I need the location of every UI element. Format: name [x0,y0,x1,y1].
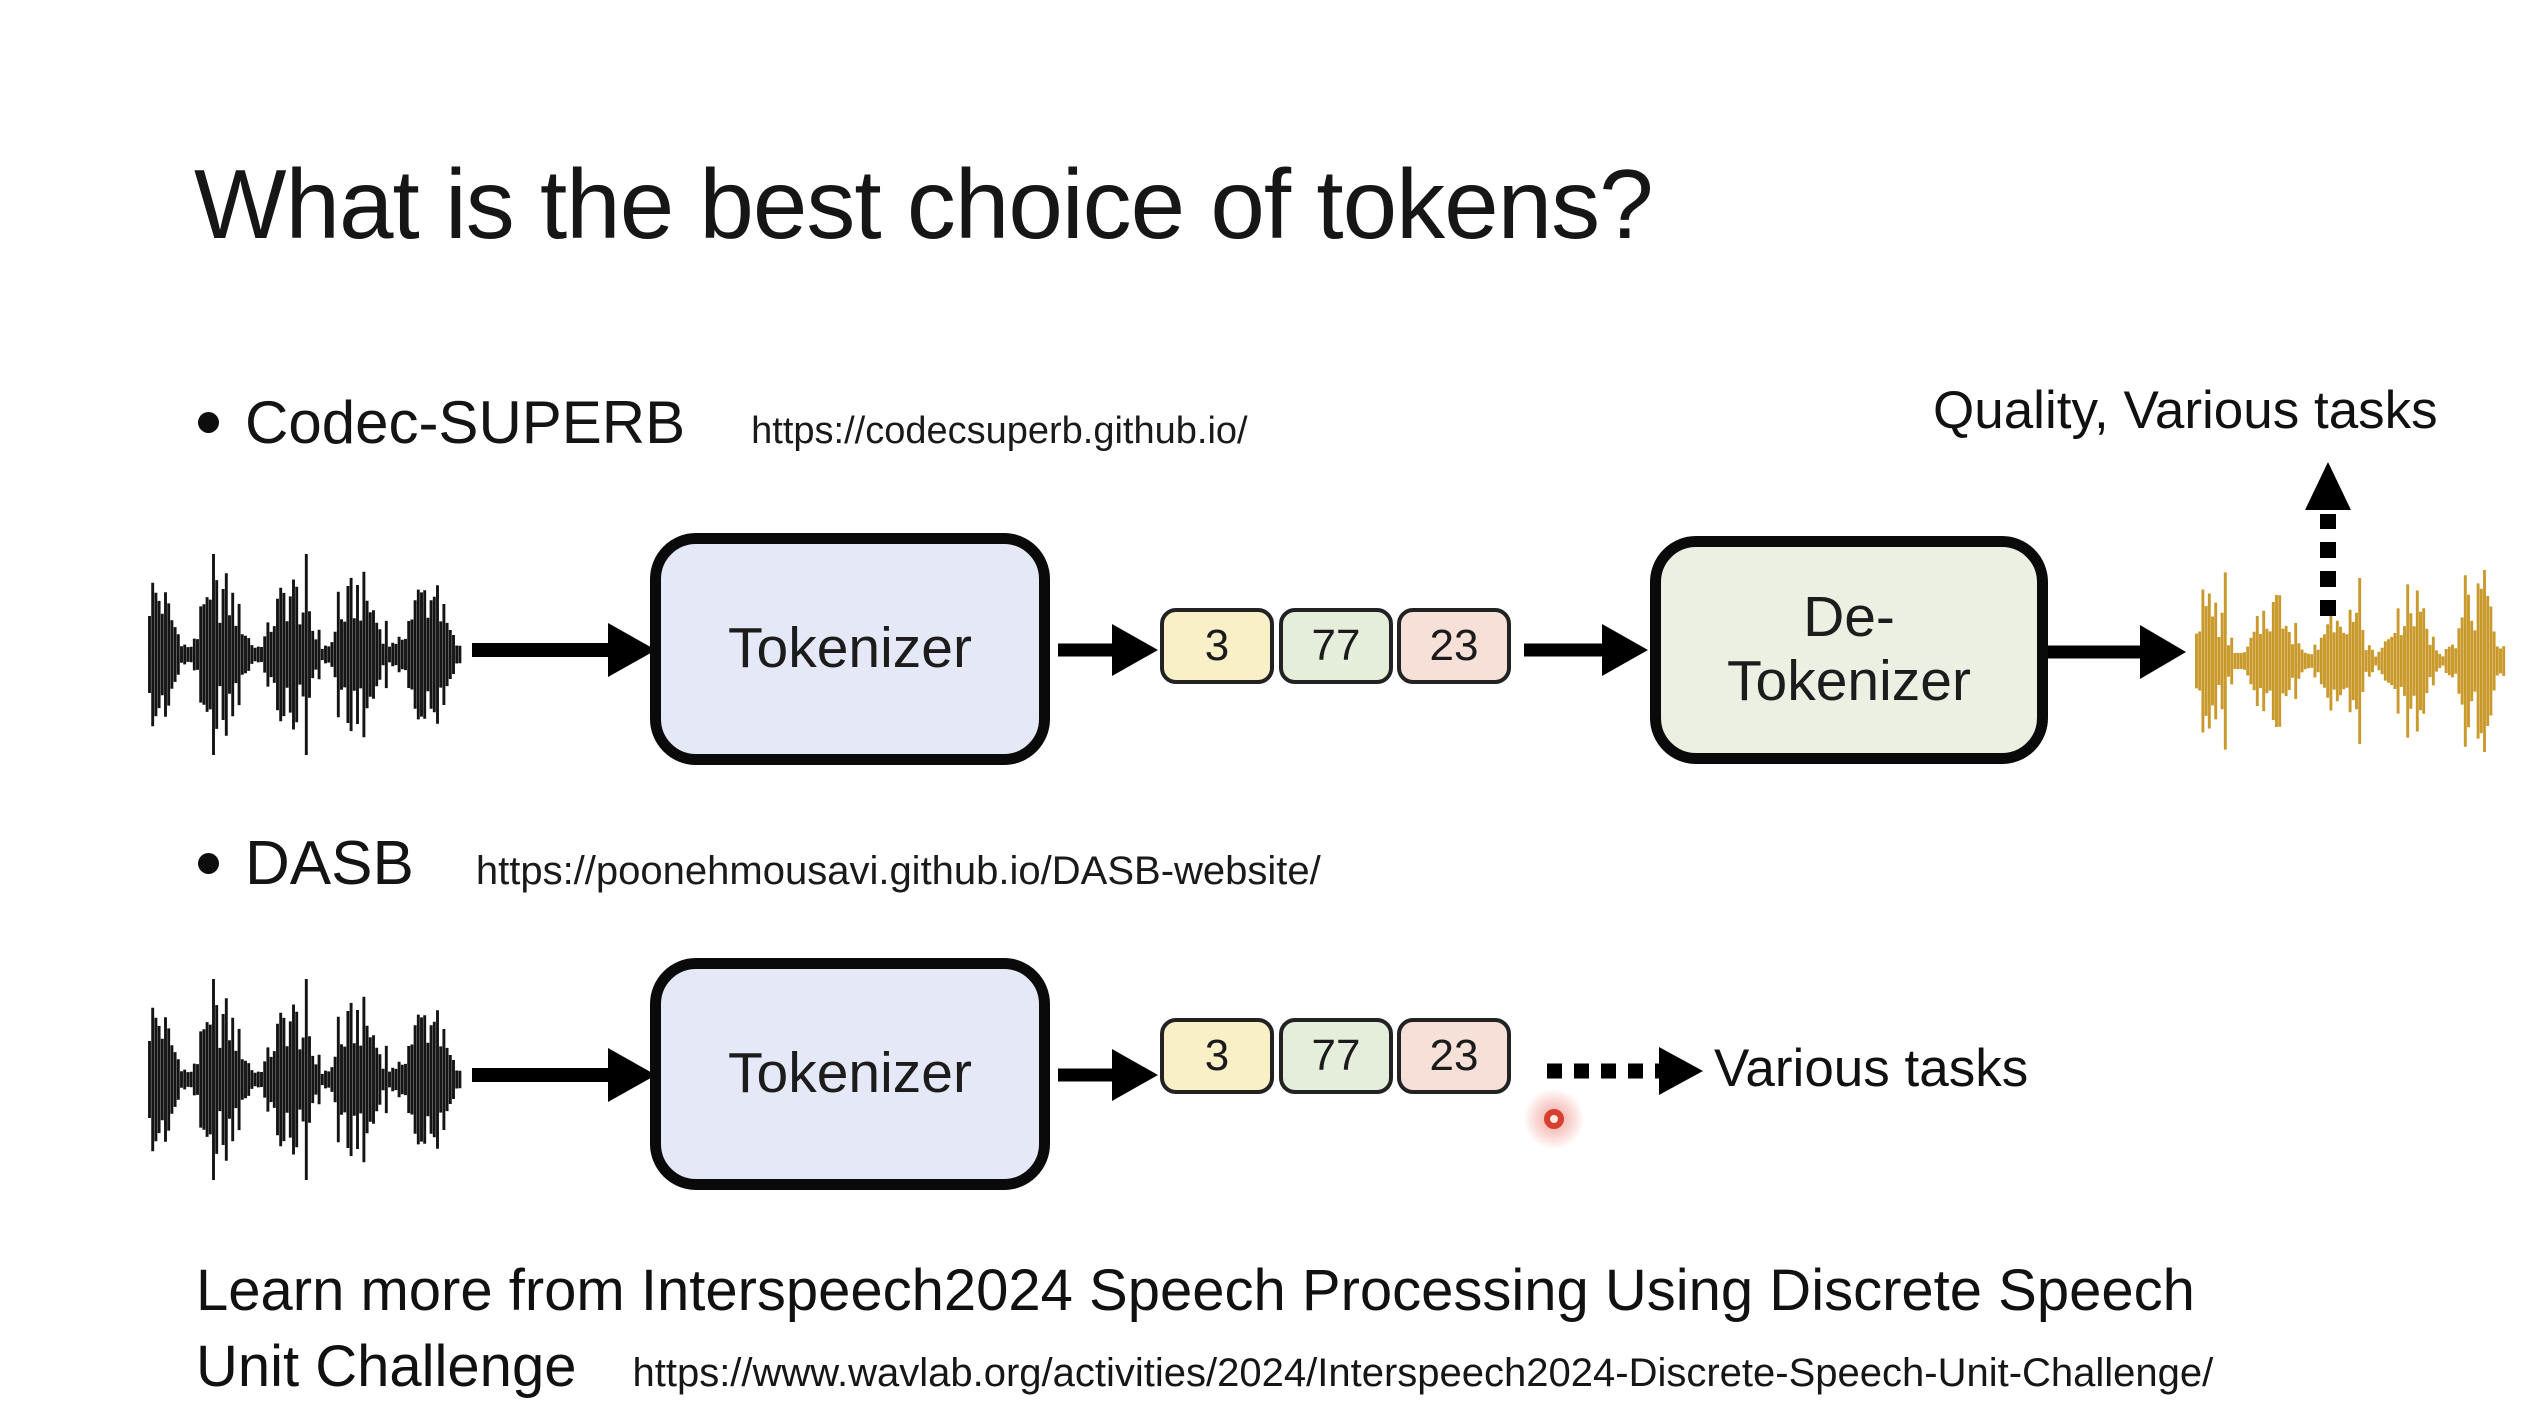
bullet-dot [198,853,219,874]
dotted-arrow-up-icon [2305,462,2351,616]
arrow-tokenizer-to-tokens-2 [1058,1049,1158,1101]
bullet-dasb: DASB https://poonehmousavi.github.io/DAS… [198,828,1321,899]
dasb-url: https://poonehmousavi.github.io/DASB-web… [475,849,1321,893]
tokenizer-box-1: Tokenizer [650,533,1050,765]
tokenizer-label-2: Tokenizer [728,1041,972,1106]
arrow-tokenizer-to-tokens-1 [1058,624,1158,676]
token-chip: 77 [1279,1018,1393,1094]
arrow-waveform-to-tokenizer-1 [472,623,656,677]
detokenizer-label-line2: Tokenizer [1727,649,1971,713]
footer: Learn more from Interspeech2024 Speech P… [196,1254,2213,1403]
footer-line2: Unit Challenge [196,1333,577,1399]
laser-ring [1544,1109,1564,1129]
token-chip: 23 [1397,1018,1511,1094]
dotted-arrow-right-icon [1547,1047,1703,1095]
input-waveform-1 [148,554,462,755]
token-chip: 3 [1160,608,1274,684]
various-tasks-label: Various tasks [1714,1039,2029,1098]
slide-title: What is the best choice of tokens? [194,149,1654,259]
codec-superb-url: https://codecsuperb.github.io/ [751,410,1248,452]
bullet-label-codec-superb: Codec-SUPERB [245,389,686,456]
bullet-label-dasb: DASB [245,829,414,898]
bullet-dot [198,412,219,433]
tokenizer-box-2: Tokenizer [650,958,1050,1190]
bullet-codec-superb: Codec-SUPERB https://codecsuperb.github.… [198,388,1248,457]
token-chip: 3 [1160,1018,1274,1094]
quality-various-tasks-label: Quality, Various tasks [1933,381,2438,440]
challenge-url: https://www.wavlab.org/activities/2024/I… [632,1350,2214,1395]
detokenizer-box: De- Tokenizer [1650,536,2048,764]
footer-line1: Learn more from Interspeech2024 Speech P… [196,1258,2195,1323]
detokenizer-label-line1: De- [1803,585,1895,650]
input-waveform-2 [148,979,462,1180]
token-chip: 77 [1279,608,1393,684]
arrow-detokenizer-to-waveform [2048,625,2186,679]
tokenizer-label-1: Tokenizer [728,616,972,681]
arrow-tokens-to-detokenizer [1524,624,1648,676]
arrow-waveform-to-tokenizer-2 [472,1048,656,1102]
token-chip: 23 [1397,608,1511,684]
output-waveform-gold [2195,570,2506,752]
